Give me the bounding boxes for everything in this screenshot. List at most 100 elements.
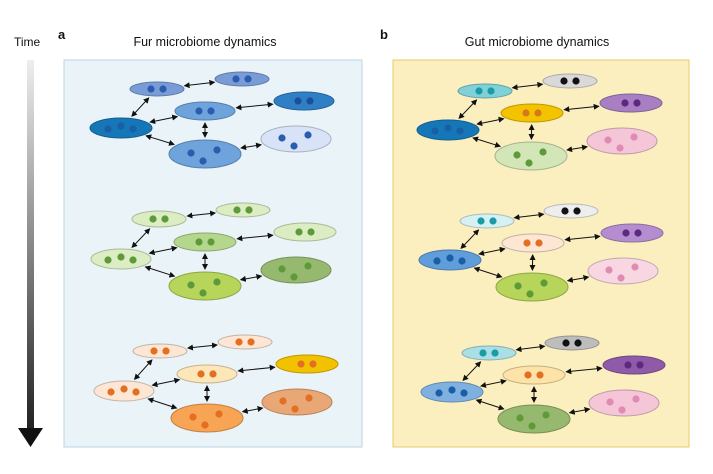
microbial-community-node (168, 139, 242, 169)
microbe-dot (526, 290, 534, 298)
community-ellipse (170, 403, 244, 433)
microbe-dot (631, 263, 639, 271)
microbe-dot (104, 256, 112, 264)
interaction-arrow (183, 79, 216, 89)
microbe-dot (162, 347, 170, 355)
microbe-dot (209, 370, 217, 378)
microbial-community-node (500, 103, 564, 123)
microbial-community-node (214, 71, 270, 87)
microbe-dot (574, 339, 582, 347)
microbe-dot (630, 133, 638, 141)
interaction-arrow (515, 343, 546, 353)
microbe-dot (475, 87, 483, 95)
microbe-dot (606, 398, 614, 406)
interaction-arrow (144, 265, 176, 278)
microbe-dot (297, 360, 305, 368)
microbe-dot (195, 238, 203, 246)
interaction-arrow (478, 246, 506, 256)
microbial-community-node (275, 354, 339, 374)
microbial-community-node (168, 271, 242, 301)
microbe-dot (294, 97, 302, 105)
microbe-dot (448, 386, 456, 394)
interaction-arrow (149, 114, 179, 125)
microbe-dot (278, 134, 286, 142)
microbial-community-node (217, 334, 273, 350)
microbial-community-node (587, 257, 659, 285)
microbe-dot (513, 151, 521, 159)
microbial-community-node (497, 404, 571, 434)
interaction-arrow (480, 378, 507, 388)
time-arrow-head (18, 428, 43, 447)
interaction-arrow (462, 361, 482, 382)
microbial-community-node (494, 141, 568, 171)
microbe-dot (150, 347, 158, 355)
microbe-dot (129, 256, 137, 264)
microbial-community-node (90, 248, 152, 270)
microbe-dot (291, 405, 299, 413)
microbe-dot (524, 371, 532, 379)
microbe-dot (233, 206, 241, 214)
interaction-arrow (187, 342, 218, 351)
microbe-dot (522, 109, 530, 117)
interaction-arrow (235, 101, 274, 111)
community-ellipse (599, 93, 663, 113)
microbe-dot (617, 274, 625, 282)
interaction-arrow (566, 275, 590, 283)
time-axis-label: Time (14, 35, 41, 49)
microbial-community-node (457, 83, 513, 99)
interaction-arrow (475, 398, 505, 411)
microbial-community-node (170, 403, 244, 433)
microbe-dot (201, 421, 209, 429)
microbial-community-node (132, 343, 188, 359)
microbe-dot (525, 159, 533, 167)
microbe-dot (435, 389, 443, 397)
microbe-dot (479, 349, 487, 357)
community-ellipse (588, 389, 660, 417)
microbe-dot (491, 349, 499, 357)
microbe-dot (528, 422, 536, 430)
interaction-arrow (240, 142, 262, 151)
microbe-dot (245, 206, 253, 214)
microbe-dot (616, 144, 624, 152)
interaction-arrow (236, 232, 274, 242)
community-ellipse (129, 81, 185, 97)
interaction-arrow (565, 365, 603, 375)
microbial-community-node (215, 202, 271, 218)
microbe-dot (304, 131, 312, 139)
community-ellipse (501, 233, 565, 253)
microbe-dot (187, 281, 195, 289)
microbe-dot (621, 99, 629, 107)
community-ellipse (260, 125, 332, 153)
microbe-dot (159, 85, 167, 93)
community-ellipse (602, 355, 666, 375)
microbe-dot (147, 85, 155, 93)
microbe-dot (535, 239, 543, 247)
microbe-dot (207, 107, 215, 115)
community-ellipse (261, 388, 333, 416)
community-ellipse (495, 272, 569, 302)
microbe-dot (618, 406, 626, 414)
microbe-dot (562, 339, 570, 347)
microbe-dot (604, 136, 612, 144)
community-ellipse (275, 354, 339, 374)
microbe-dot (542, 411, 550, 419)
microbial-community-node (261, 388, 333, 416)
community-ellipse (497, 404, 571, 434)
interaction-arrow (566, 144, 588, 153)
microbe-dot (560, 77, 568, 85)
community-ellipse (176, 364, 238, 384)
microbe-dot (477, 217, 485, 225)
microbe-dot (307, 228, 315, 236)
microbe-dot (129, 125, 137, 133)
interaction-arrow (151, 377, 181, 388)
microbe-dot (199, 289, 207, 297)
community-ellipse (461, 345, 517, 361)
microbe-dot (197, 370, 205, 378)
microbe-dot (540, 279, 548, 287)
interaction-arrow (186, 210, 217, 219)
microbe-dot (433, 257, 441, 265)
community-ellipse (168, 139, 242, 169)
community-ellipse (542, 73, 598, 89)
microbe-dot (516, 414, 524, 422)
community-ellipse (168, 271, 242, 301)
